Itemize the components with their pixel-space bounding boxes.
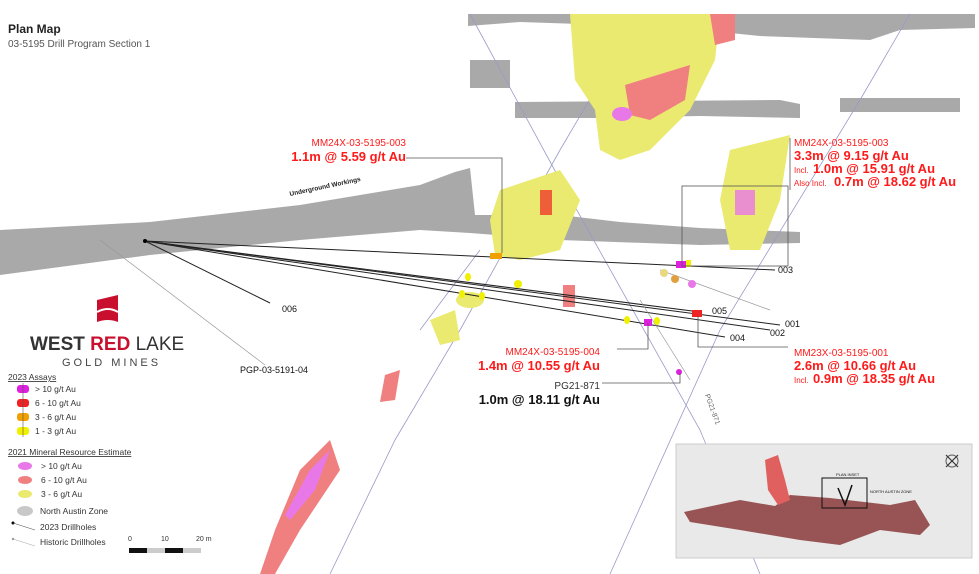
assay-markers: [459, 190, 755, 375]
svg-text:0.9m @ 18.35 g/t Au: 0.9m @ 18.35 g/t Au: [813, 371, 935, 386]
svg-text:MM24X-03-5195-004: MM24X-03-5195-004: [506, 347, 601, 358]
svg-text:> 10 g/t Au: > 10 g/t Au: [35, 384, 76, 394]
svg-text:3.3m @ 9.15 g/t Au: 3.3m @ 9.15 g/t Au: [794, 148, 909, 163]
svg-text:PG21-871: PG21-871: [554, 381, 600, 392]
underground-workings-label: Underground Workings: [289, 176, 362, 198]
svg-text:6 - 10 g/t Au: 6 - 10 g/t Au: [35, 398, 81, 408]
location-inset-map: PLAN INSET NORTH AUSTIN ZONE: [675, 443, 973, 559]
svg-text:MM24X-03-5195-003: MM24X-03-5195-003: [312, 138, 407, 149]
svg-text:> 10 g/t Au: > 10 g/t Au: [41, 461, 82, 471]
svg-text:1 - 3 g/t Au: 1 - 3 g/t Au: [35, 426, 76, 436]
svg-text:001: 001: [785, 319, 800, 329]
svg-text:MM23X-03-5195-001: MM23X-03-5195-001: [794, 348, 889, 359]
mre-red: [260, 14, 735, 574]
callout-leaders: [406, 138, 791, 384]
svg-text:1.1m @ 5.59 g/t Au: 1.1m @ 5.59 g/t Au: [291, 149, 406, 164]
svg-text:002: 002: [770, 328, 785, 338]
svg-text:Also Incl.: Also Incl.: [794, 179, 826, 188]
svg-text:0.7m @ 18.62 g/t Au: 0.7m @ 18.62 g/t Au: [834, 174, 956, 189]
svg-text:PGP-03-5191-04: PGP-03-5191-04: [240, 365, 308, 375]
svg-text:2023 Assays: 2023 Assays: [8, 372, 56, 382]
callout-001: MM23X-03-5195-001 2.6m @ 10.66 g/t Au In…: [794, 348, 935, 386]
svg-text:10: 10: [161, 536, 169, 543]
map-title: Plan Map: [8, 22, 61, 36]
historic-drillholes: [99, 239, 771, 381]
svg-text:004: 004: [730, 333, 745, 343]
svg-text:2.6m @ 10.66 g/t Au: 2.6m @ 10.66 g/t Au: [794, 358, 916, 373]
svg-text:Incl.: Incl.: [794, 166, 809, 175]
svg-text:Historic Drillholes: Historic Drillholes: [40, 537, 106, 547]
svg-text:003: 003: [778, 265, 793, 275]
svg-text:2021 Mineral Resource Estimate: 2021 Mineral Resource Estimate: [8, 447, 132, 457]
svg-text:005: 005: [712, 306, 727, 316]
callout-pg21-871: PG21-871 1.0m @ 18.11 g/t Au: [479, 381, 601, 407]
svg-text:PLAN INSET: PLAN INSET: [836, 472, 860, 477]
svg-text:1.0m @ 15.91 g/t Au: 1.0m @ 15.91 g/t Au: [813, 161, 935, 176]
collar-dot: [143, 239, 147, 243]
mre-magenta: [285, 107, 632, 520]
map-subtitle: 03-5195 Drill Program Section 1: [8, 39, 151, 50]
svg-text:1.4m @ 10.55 g/t Au: 1.4m @ 10.55 g/t Au: [478, 358, 600, 373]
callout-003-east: MM24X-03-5195-003 3.3m @ 9.15 g/t Au Inc…: [794, 138, 956, 189]
svg-text:WEST RED LAKE: WEST RED LAKE: [30, 334, 184, 355]
svg-text:Incl.: Incl.: [794, 376, 809, 385]
svg-text:1.0m @ 18.11 g/t Au: 1.0m @ 18.11 g/t Au: [479, 392, 600, 407]
svg-text:GOLD MINES: GOLD MINES: [62, 357, 161, 369]
callout-003-west: MM24X-03-5195-003 1.1m @ 5.59 g/t Au: [291, 138, 406, 164]
svg-text:20 m: 20 m: [196, 536, 212, 543]
svg-text:006: 006: [282, 304, 297, 314]
svg-text:North Austin Zone: North Austin Zone: [40, 506, 108, 516]
callout-004: MM24X-03-5195-004 1.4m @ 10.55 g/t Au: [478, 347, 600, 373]
north-arrow-icon: [945, 454, 959, 468]
legend: 2023 Assays > 10 g/t Au 6 - 10 g/t Au 3 …: [8, 372, 132, 547]
drillholes-2023: [144, 240, 781, 338]
svg-text:6 - 10 g/t Au: 6 - 10 g/t Au: [41, 475, 87, 485]
svg-text:NORTH AUSTIN ZONE: NORTH AUSTIN ZONE: [870, 489, 912, 494]
svg-text:3 - 6 g/t Au: 3 - 6 g/t Au: [41, 489, 82, 499]
scale-bar: 0 10 20 m: [128, 536, 212, 553]
svg-text:PG21-871: PG21-871: [703, 393, 721, 425]
svg-text:0: 0: [128, 536, 132, 543]
svg-text:3 - 6 g/t Au: 3 - 6 g/t Au: [35, 412, 76, 422]
svg-text:MM24X-03-5195-003: MM24X-03-5195-003: [794, 138, 889, 149]
west-red-lake-logo: WEST RED LAKE GOLD MINES: [30, 295, 184, 369]
svg-text:2023 Drillholes: 2023 Drillholes: [40, 522, 96, 532]
